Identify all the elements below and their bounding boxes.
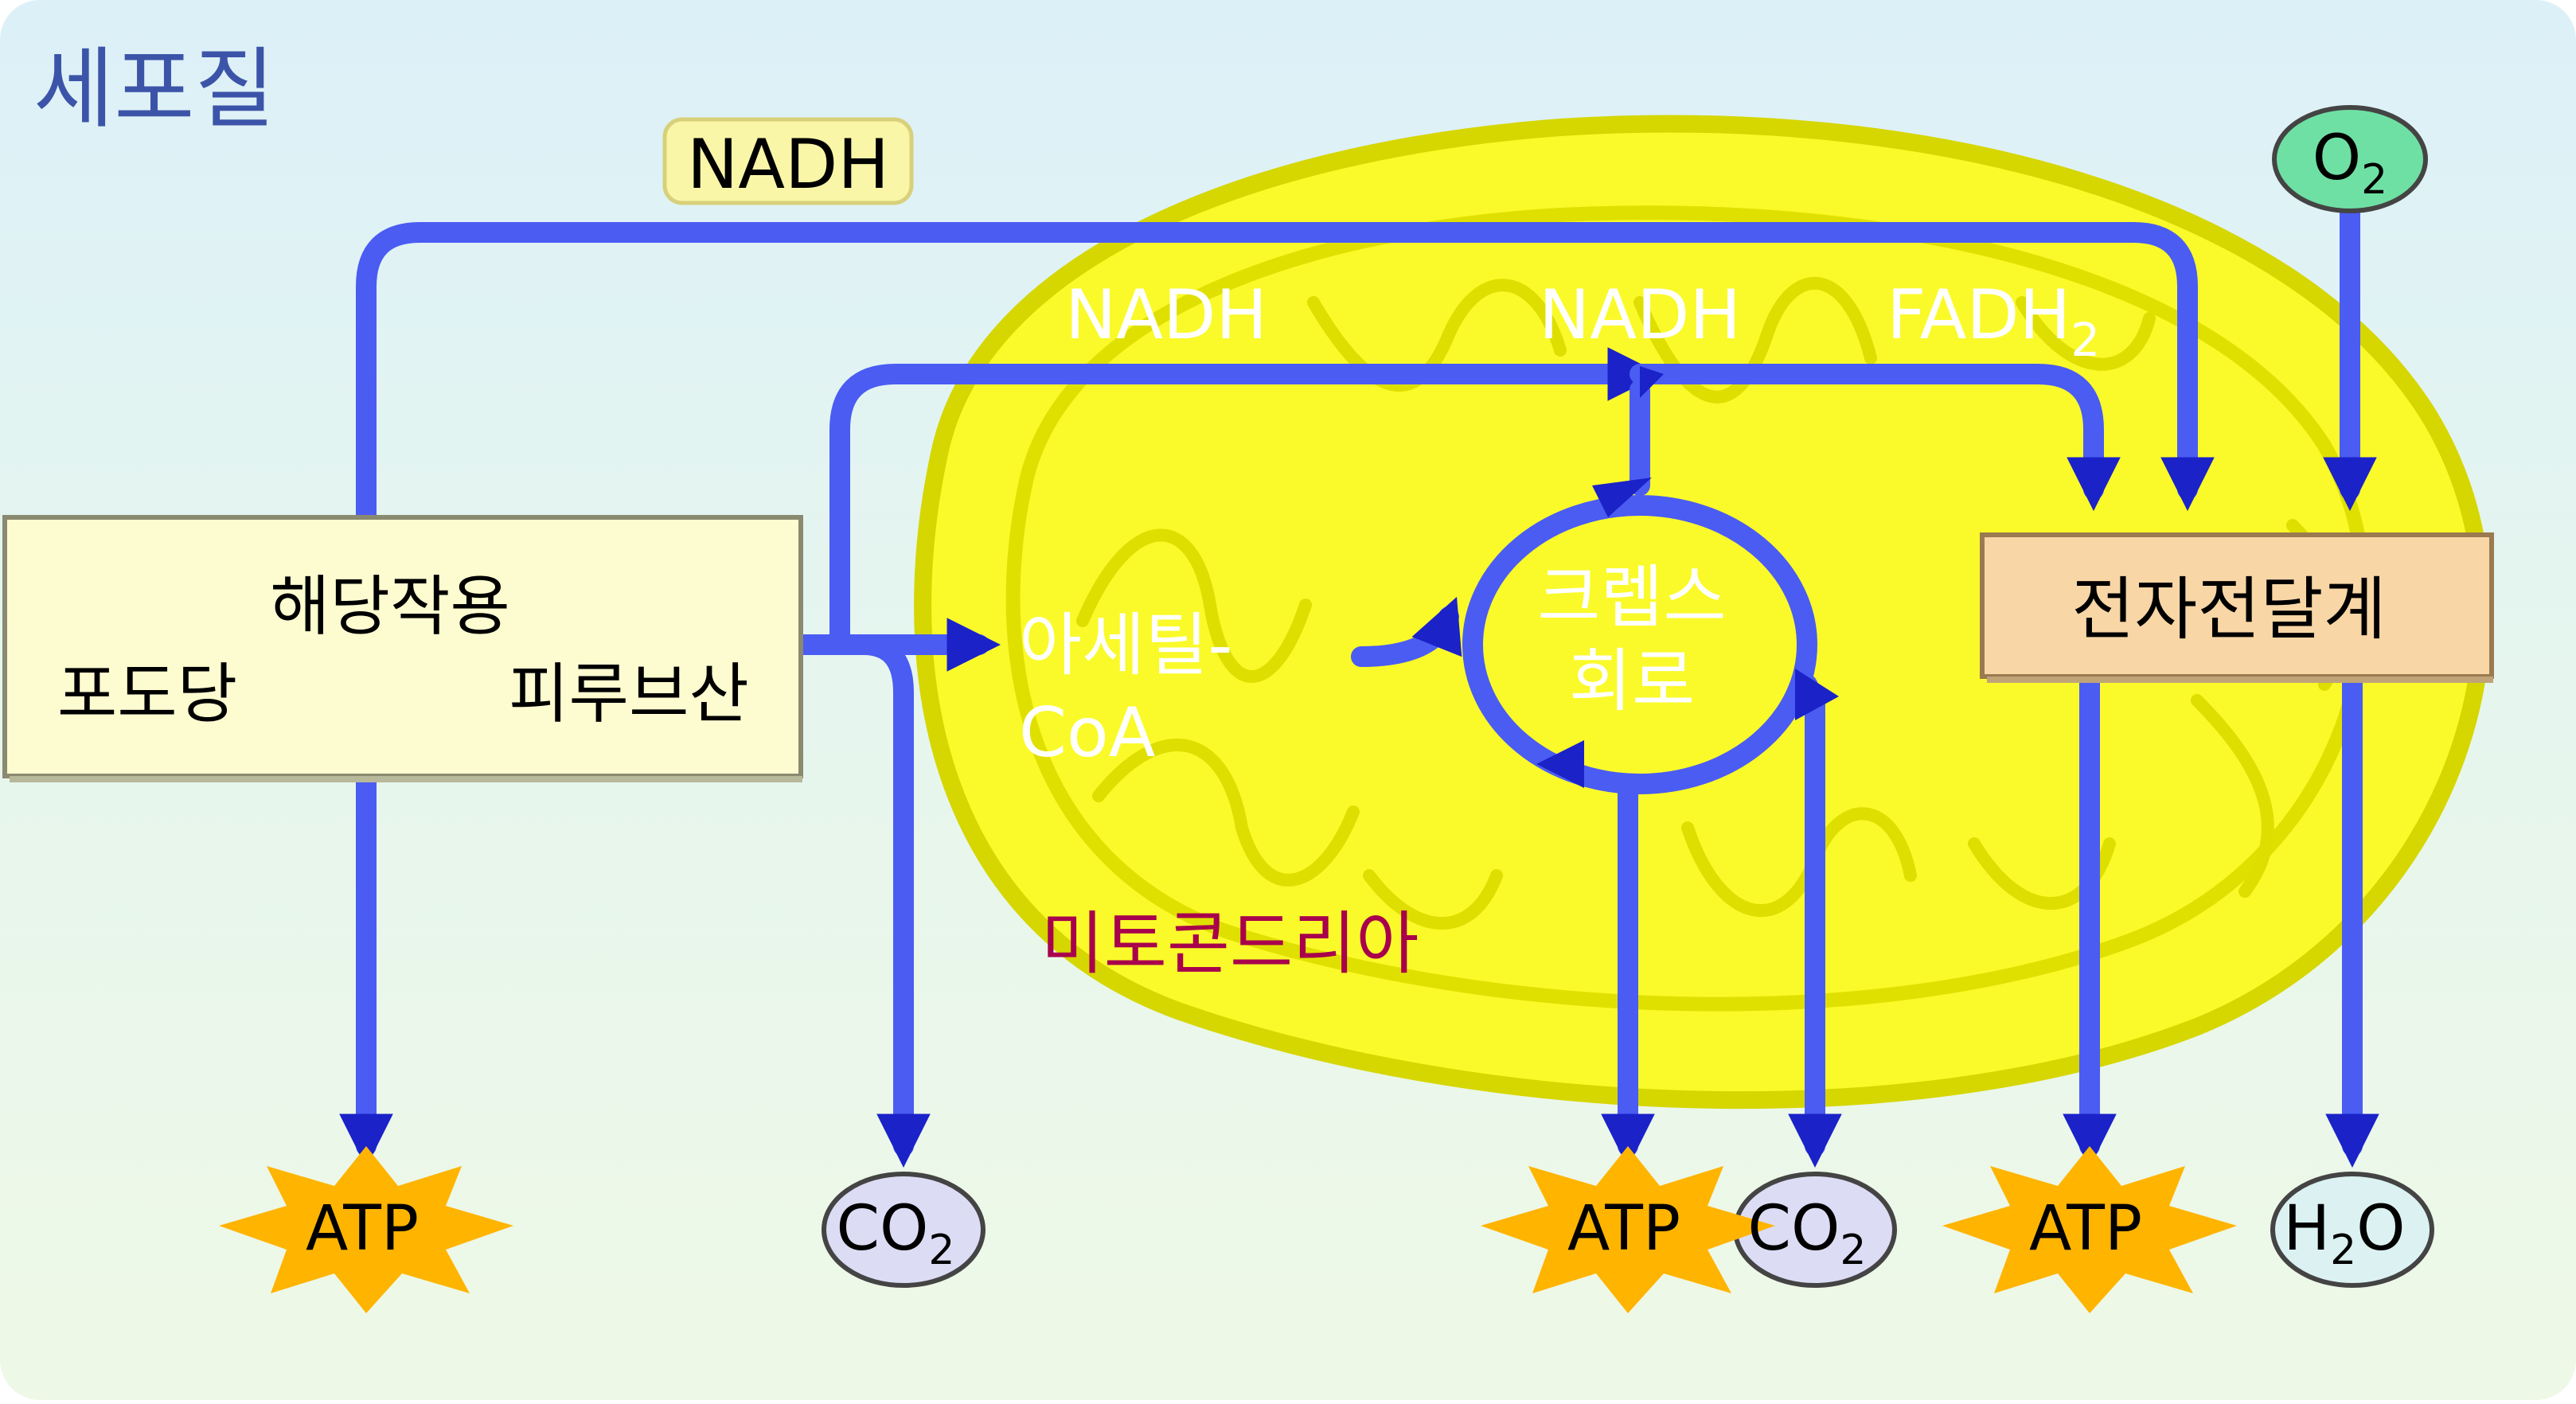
co2-label-2: CO2 [1748,1193,1867,1274]
arrow-nadh-to-etc [1630,364,2121,512]
fadh2-base: FADH [1887,275,2071,355]
cytoplasm-label: 세포질 [33,38,275,140]
co2-label-1: CO2 [837,1193,955,1274]
co2-sub-1: 2 [928,1227,954,1274]
h2o-post: O [2356,1193,2405,1265]
pyruvate-label: 피루브산 [509,657,749,732]
acetyl-coa-line1: 아세틸- [1019,606,1232,685]
h2o-pre: H [2283,1193,2330,1265]
co2-base-2: CO [1748,1193,1840,1265]
h2o-sub: 2 [2330,1227,2356,1274]
arrow-co2-1 [853,634,931,1168]
atp-star-1 [219,1146,513,1313]
nadh-outer-label: NADH [687,125,889,205]
atp-star-2 [1481,1146,1775,1313]
glycolysis-box [2,515,803,782]
pathway-arrows [288,197,2379,1168]
arrow-co2-2 [1788,674,1842,1168]
glucose-label: 포도당 [57,657,237,732]
o2-label: O2 [2313,123,2388,204]
fadh2-sub: 2 [2071,313,2100,367]
atp-label-3: ATP [2029,1193,2142,1265]
glycolysis-title: 해당작용 [270,569,510,645]
atp-label-1: ATP [306,1193,419,1265]
etc-box [1980,532,2494,683]
co2-base-1: CO [837,1193,929,1265]
krebs-line2: 회로 [1569,642,1695,721]
o2-base: O [2313,123,2361,194]
acetyl-coa-line2: CoA [1019,693,1156,773]
krebs-cycle-ring [1462,495,1817,794]
mitochondrion-label: 미토콘드리아 [1041,904,1419,984]
atp-stars [219,1146,2237,1313]
arrow-nadh-cytoplasm [356,222,2215,528]
atp-label-2: ATP [1567,1193,1680,1265]
nadh-label-1: NADH [1065,275,1267,355]
h2o-oval [2270,1172,2434,1288]
arrow-nadh-pyruvate [829,347,1662,655]
nadh-outer-box [662,117,914,205]
nadh-label-2: NADH [1539,275,1741,355]
atp-star-3 [1942,1146,2237,1313]
fadh2-label: FADH2 [1887,275,2100,367]
etc-label: 전자전달계 [2071,570,2387,649]
o2-sub: 2 [2361,156,2387,204]
krebs-ring-heads [1536,366,1839,788]
krebs-line1: 크렙스 [1537,558,1726,638]
o2-oval [2272,105,2428,213]
h2o-label: H2O [2283,1193,2405,1274]
co2-sub-2: 2 [1840,1227,1866,1274]
co2-oval-1 [822,1172,986,1288]
arrow-acetyl-to-krebs [1351,596,1462,667]
